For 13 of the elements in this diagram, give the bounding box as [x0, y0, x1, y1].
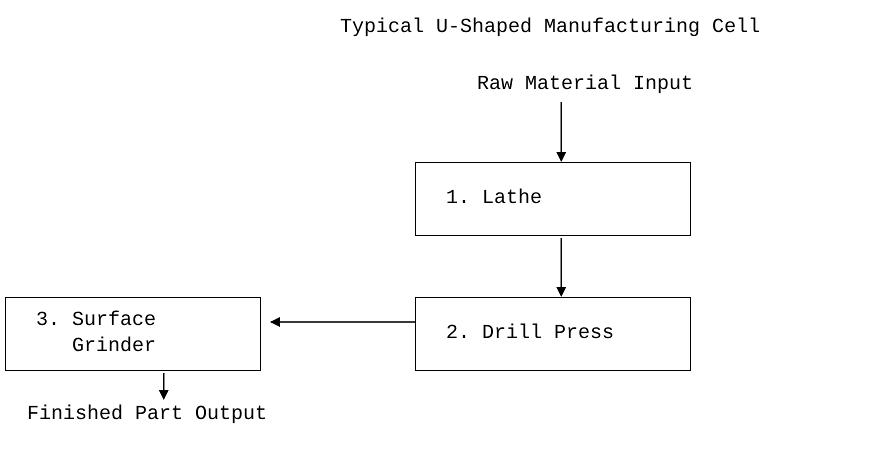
- flow-label: Raw Material Input: [476, 72, 694, 98]
- diagram-title: Typical U-Shaped Manufacturing Cell: [340, 16, 760, 39]
- process-box: [415, 162, 691, 236]
- arrow: [270, 317, 415, 327]
- process-box: [5, 297, 261, 371]
- arrow: [556, 238, 566, 297]
- station-label: 3. Surface Grinder: [36, 308, 158, 360]
- station-label: 2. Drill Press: [446, 321, 616, 347]
- arrow: [556, 102, 566, 162]
- flow-label: Finished Part Output: [26, 402, 268, 428]
- process-box: [415, 297, 691, 371]
- station-label: 1. Lathe: [446, 186, 544, 212]
- arrow: [158, 373, 169, 400]
